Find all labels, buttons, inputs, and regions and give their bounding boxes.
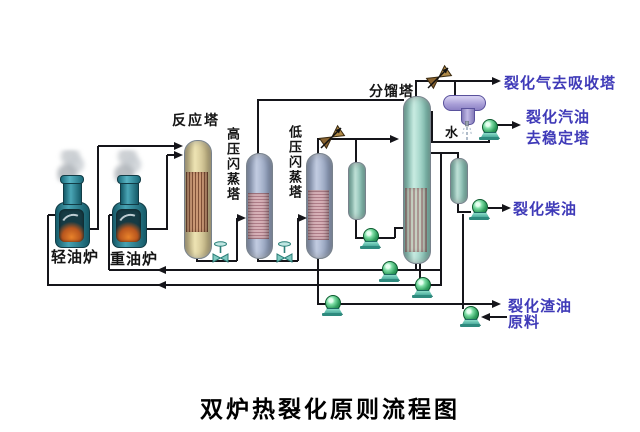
pipe	[394, 227, 396, 238]
diagram-title: 双炉热裂化原则流程图	[200, 397, 460, 422]
control-valve-icon	[425, 64, 453, 90]
pipe	[257, 99, 259, 154]
pipe	[196, 260, 237, 262]
pipe	[97, 146, 99, 230]
arrow-into-hp-tower	[237, 214, 246, 222]
pipe	[98, 145, 180, 147]
arrow-feedstock	[481, 313, 490, 321]
pump-icon-stripper	[360, 228, 381, 249]
pipe	[47, 284, 442, 286]
pipe	[415, 80, 495, 82]
arrow-into-lp-tower	[298, 214, 307, 222]
pipe	[431, 111, 433, 142]
label-water: 水	[445, 125, 459, 140]
pipe	[457, 201, 459, 212]
stripper-right	[450, 158, 468, 204]
arrow-cracked-diesel	[502, 204, 511, 212]
pipe	[146, 228, 167, 230]
pipe	[317, 254, 319, 304]
globe-valve-icon	[212, 241, 229, 263]
arrow-into-reaction-tower	[174, 151, 183, 159]
pipe	[317, 138, 319, 154]
pipe	[457, 152, 459, 160]
label-cracked-gasoline-2: 去稳定塔	[526, 131, 591, 147]
pipe	[355, 218, 357, 238]
fractionator-packing	[405, 188, 427, 252]
furnace-flame-icon	[59, 209, 84, 242]
pipe	[419, 261, 421, 285]
pipe	[415, 259, 417, 270]
globe-valve-icon	[276, 241, 293, 263]
pipe	[394, 227, 404, 229]
pump-icon-feedstock	[460, 306, 481, 327]
furnace-rim	[60, 175, 84, 184]
pipe	[440, 153, 442, 285]
pipe	[47, 215, 49, 285]
pipe	[462, 214, 464, 309]
pipe	[108, 215, 110, 270]
pipe	[355, 139, 357, 163]
reaction-tower-packing	[186, 172, 208, 232]
pipe	[415, 80, 417, 97]
pipe	[166, 155, 168, 230]
pipe	[497, 124, 515, 126]
water-spray-icon	[462, 121, 472, 140]
pipe	[457, 211, 471, 213]
furnace-neck	[120, 181, 139, 205]
pipe	[84, 228, 98, 230]
pump-icon-gasoline	[479, 119, 500, 140]
pipe	[454, 81, 456, 96]
arrow-cracked-residue	[492, 300, 501, 308]
label-light-oil-furnace: 轻油炉	[51, 250, 100, 266]
hp-flash-packing	[248, 193, 269, 239]
label-cracked-gas: 裂化气去吸收塔	[504, 76, 617, 92]
label-lp-flash-tower: 低压闪蒸塔	[287, 125, 302, 200]
pipe	[167, 154, 180, 156]
pipe	[488, 207, 505, 209]
furnace-neck	[63, 181, 82, 205]
furnace-flame-icon	[116, 209, 141, 242]
label-fractionator: 分馏塔	[369, 85, 414, 100]
control-valve-icon	[318, 124, 346, 150]
furnace-rim	[117, 175, 141, 184]
arrow-cracked-gas	[492, 77, 501, 85]
pipe	[257, 99, 404, 101]
label-cracked-gasoline-1: 裂化汽油	[526, 110, 591, 126]
label-cracked-residue: 裂化渣油	[508, 299, 573, 315]
pipe	[488, 137, 490, 142]
pipe	[48, 214, 57, 216]
arrow-into-fractionator	[390, 135, 399, 143]
pipe	[317, 303, 496, 305]
pump-icon-recycle-2	[412, 277, 433, 298]
stripper-left	[348, 162, 366, 220]
arrow-into-reaction-tower	[174, 142, 183, 150]
pipe	[489, 316, 507, 318]
pump-icon-recycle-1	[379, 261, 400, 282]
pipe	[429, 152, 459, 154]
label-hp-flash-tower: 高压闪蒸塔	[225, 127, 240, 202]
pipe	[236, 218, 238, 261]
label-heavy-oil-furnace: 重油炉	[110, 252, 159, 268]
label-reaction-tower: 反应塔	[172, 114, 220, 129]
arrow-recycle-heavy	[157, 266, 166, 274]
pipe	[297, 218, 299, 261]
lp-flash-packing	[308, 190, 329, 240]
label-feedstock: 原料	[508, 315, 541, 331]
pipe	[109, 269, 442, 271]
arrow-cracked-gasoline	[512, 121, 521, 129]
pump-icon-diesel	[469, 199, 490, 220]
label-cracked-diesel: 裂化柴油	[513, 202, 578, 218]
pipe	[317, 138, 395, 140]
arrow-recycle-light	[157, 281, 166, 289]
pipe	[431, 141, 490, 143]
pump-icon-residue	[322, 295, 343, 316]
